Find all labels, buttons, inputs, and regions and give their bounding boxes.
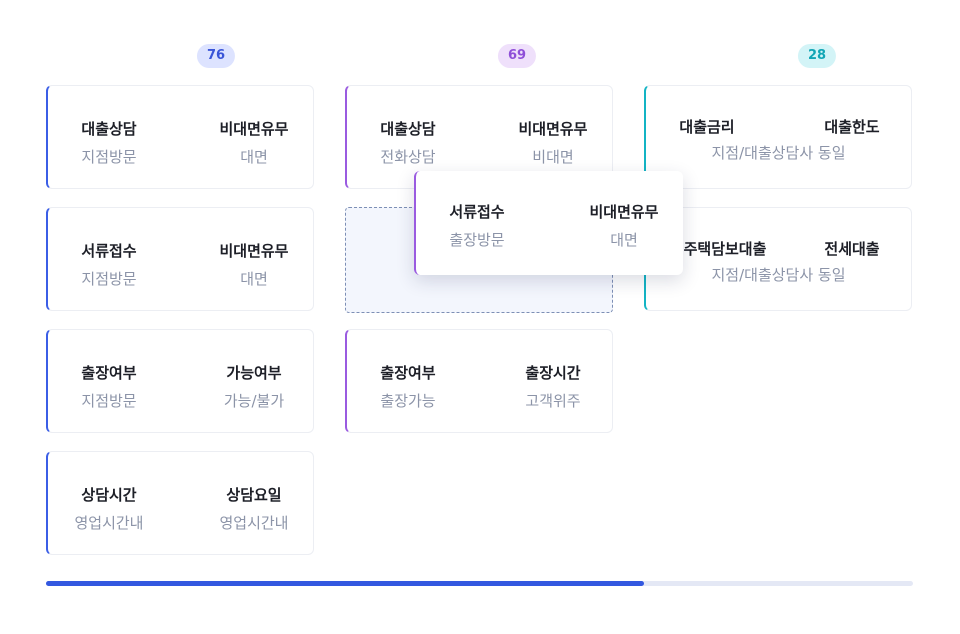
progress-fill (46, 581, 645, 586)
card-right-title: 전세대출 (824, 240, 880, 258)
card-right-value: 영업시간내 (219, 514, 289, 532)
card-right-title: 출장시간 (525, 364, 581, 382)
card-left-title: 상담시간 (81, 486, 137, 504)
card-left-title: 대출상담 (81, 120, 137, 138)
card-right-title: 비대면유무 (518, 120, 588, 138)
card-right-title: 비대면유무 (219, 120, 289, 138)
card-left-value: 출장방문 (449, 231, 505, 249)
card-right-value: 비대면 (532, 148, 574, 166)
card-left-value: 전화상담 (380, 148, 436, 166)
column-2-count-badge: 69 (497, 44, 537, 68)
column-3-count-badge: 28 (797, 44, 837, 68)
card-right-title: 비대면유무 (589, 203, 659, 221)
card-left-value: 영업시간내 (74, 514, 144, 532)
card-left-title: 대출상담 (380, 120, 436, 138)
card-left-title: 대출금리 (679, 118, 735, 136)
card-column3-row1[interactable]: 대출금리 대출한도 지점/대출상담사 동일 (644, 85, 912, 189)
card-left-title: 출장여부 (81, 364, 137, 382)
card-value: 지점/대출상담사 동일 (711, 144, 846, 162)
card-right-value: 고객위주 (525, 392, 581, 410)
card-right-value: 대면 (610, 231, 638, 249)
card-right-title: 비대면유무 (219, 242, 289, 260)
card-right-title: 상담요일 (226, 486, 282, 504)
card-left-title: 주택담보대출 (683, 240, 767, 258)
card-right-title: 가능여부 (226, 364, 282, 382)
card-left-value: 지점방문 (81, 270, 137, 288)
card-column3-row2[interactable]: 주택담보대출 전세대출 지점/대출상담사 동일 (644, 207, 912, 311)
card-left-title: 서류접수 (449, 203, 505, 221)
column-1-count-badge: 76 (196, 44, 236, 68)
card-left-title: 서류접수 (81, 242, 137, 260)
card-value: 지점/대출상담사 동일 (711, 266, 846, 284)
card-left-title: 출장여부 (380, 364, 436, 382)
card-right-title: 대출한도 (824, 118, 880, 136)
progress-bar (46, 581, 913, 586)
card-left-value: 출장가능 (380, 392, 436, 410)
card-left-value: 지점방문 (81, 148, 137, 166)
card-right-value: 대면 (240, 270, 268, 288)
card-right-value: 가능/불가 (223, 392, 285, 410)
card-right-value: 대면 (240, 148, 268, 166)
card-left-value: 지점방문 (81, 392, 137, 410)
